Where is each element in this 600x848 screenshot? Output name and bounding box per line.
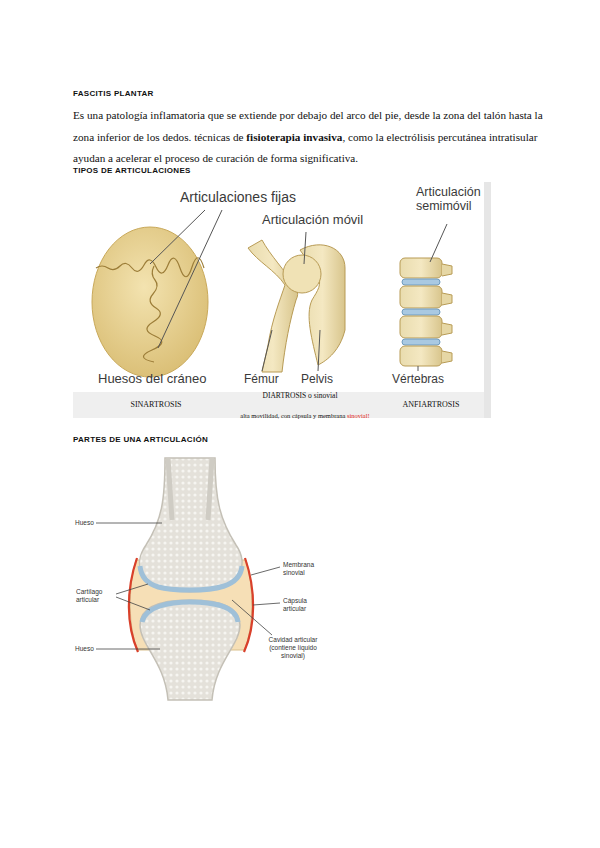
skull (92, 227, 208, 377)
figure-edge (484, 182, 491, 418)
leader-lines (96, 523, 280, 649)
hip-joint (248, 240, 345, 372)
caption-strip (73, 392, 491, 418)
part-label: Cápsula articular (283, 597, 325, 613)
part-label: Membrana sinovial (283, 561, 325, 577)
part-label: Pelvis (301, 373, 349, 387)
part-label: Hueso (75, 519, 105, 526)
section-heading: TIPOS DE ARTICULACIONES (73, 166, 373, 175)
part-label: Articulaciones fijas (180, 189, 340, 205)
part-label: Vértebras (392, 373, 462, 387)
leader-lines (150, 210, 447, 371)
body-text-bold: fisioterapia invasiva (246, 131, 342, 143)
part-label: Fémur (244, 373, 288, 387)
upper-bone (139, 458, 242, 592)
section-heading: FASCITIS PLANTAR (73, 89, 373, 98)
part-label: Cartílago articular (76, 588, 116, 604)
part-label: Cavidad articular (contiene líquido sino… (262, 636, 324, 659)
figure-ground (73, 182, 491, 418)
joint-types-figure (73, 182, 491, 418)
joint-class: ANFIARTROSIS (386, 400, 476, 409)
lower-bone (140, 600, 240, 700)
joint-section-figure (96, 458, 280, 700)
part-label: Articulación semimóvil (416, 185, 488, 214)
articular-cartilage (140, 566, 242, 590)
part-label: Huesos del cráneo (98, 372, 228, 387)
joint-class: SINARTROSIS (106, 400, 206, 409)
note-text: alta movilidad, con cápsula y membrana (240, 412, 345, 419)
note-text-red: sinovial! (347, 412, 370, 419)
part-label: Articulación móvil (262, 213, 392, 228)
synovial-membrane (244, 558, 253, 652)
vertebrae (400, 258, 452, 366)
part-label: Hueso (75, 645, 105, 652)
joint-class: DIARTROSIS o sinovial (240, 392, 360, 401)
note-line: alta movilidad, con cápsula y membranasi… (200, 403, 410, 422)
articular-cartilage (142, 602, 238, 622)
section-heading: PARTES DE UNA ARTICULACIÓN (73, 435, 373, 444)
paragraph: Es una patología inflamatoria que se ext… (73, 103, 543, 168)
